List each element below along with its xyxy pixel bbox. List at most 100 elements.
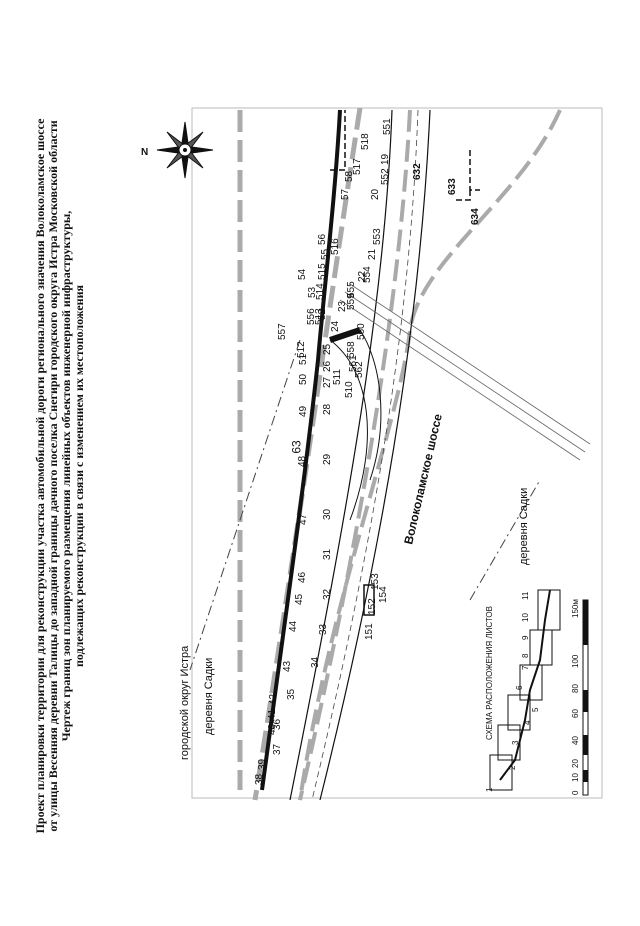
point-label: 562 — [354, 361, 365, 378]
point-label: 39 — [257, 758, 268, 770]
point-label: 561 — [348, 355, 359, 372]
point-label: 551 — [382, 118, 393, 135]
scale-label: 40 — [571, 736, 580, 745]
scheme-sheet-box — [497, 724, 521, 761]
point-label: 516 — [330, 238, 341, 255]
scheme-sheet-number: 7 — [521, 665, 530, 670]
point-label: 518 — [360, 133, 371, 150]
scale-bar-segment — [583, 735, 588, 755]
district-boundary — [189, 339, 301, 671]
point-label: 50 — [298, 373, 309, 385]
point-label: 32 — [322, 588, 333, 600]
point-label: 154 — [378, 586, 389, 603]
point-label: 513 — [314, 308, 325, 325]
scale-label: 80 — [571, 684, 580, 693]
compass-rose-icon: N — [141, 121, 214, 179]
point-label: 58 — [344, 170, 355, 182]
point-label: 38 — [254, 773, 265, 785]
aux-label: 632 — [412, 163, 423, 180]
point-label: 26 — [322, 360, 333, 372]
scheme-sheet-number: 10 — [521, 613, 530, 622]
point-label: 28 — [322, 403, 333, 415]
scale-label: 0 — [571, 790, 580, 795]
scheme-sheet-number: 5 — [531, 707, 540, 712]
point-label: 57 — [340, 188, 351, 200]
point-label: 19 — [380, 153, 391, 165]
point-label: 555 — [346, 281, 357, 298]
scheme-title: СХЕМА РАСПОЛОЖЕНИЯ ЛИСТОВ — [485, 606, 494, 740]
point-label: 34 — [310, 656, 321, 668]
scheme-sheet-box — [489, 754, 513, 791]
point-label: 33 — [318, 623, 329, 635]
point-label: 25 — [322, 343, 333, 355]
scheme-sheet-number: 6 — [515, 685, 524, 690]
point-label: 48 — [297, 455, 308, 467]
scheme-sheet-box — [537, 589, 561, 631]
district-label: городской округ Истра — [179, 645, 191, 760]
parcel-marker — [363, 584, 375, 616]
point-label: 151 — [364, 623, 375, 640]
point-label: 40 — [267, 723, 278, 735]
point-label: 557 — [277, 323, 288, 340]
aux-label: 633 — [447, 178, 458, 195]
point-label: 55 — [320, 248, 331, 260]
scheme-sheet-number: 4 — [523, 720, 532, 725]
point-label: 515 — [317, 263, 328, 280]
point-label: 44 — [288, 620, 299, 632]
road-name-label: Волоколамское шоссе — [401, 412, 445, 545]
parcel-line — [330, 110, 346, 171]
boundary-band — [298, 109, 562, 801]
scale-label: 150м — [571, 599, 580, 618]
scale-bar: 0 10 20 40 60 80 100 150м — [571, 599, 589, 796]
utility-line-main — [260, 109, 342, 791]
boundary-band — [298, 109, 412, 801]
map-frame — [191, 107, 603, 799]
point-label: 22 — [357, 270, 368, 282]
point-label: 52 — [317, 308, 328, 320]
point-label: 560 — [356, 323, 367, 340]
point-label: 21 — [367, 248, 378, 260]
scheme-sheet-number: 3 — [511, 740, 520, 745]
point-label: 47 — [298, 513, 309, 525]
point-label: 517 — [352, 158, 363, 175]
point-label: 46 — [297, 571, 308, 583]
point-label: 56 — [317, 233, 328, 245]
point-label: 559 — [346, 293, 357, 310]
point-label: 20 — [370, 188, 381, 200]
road-centerline — [311, 109, 419, 801]
parcel-line — [455, 190, 471, 201]
point-label: 152 — [367, 598, 378, 615]
point-label: 554 — [362, 266, 373, 283]
point-label: 43 — [282, 660, 293, 672]
road-edge — [289, 109, 393, 801]
point-label: 45 — [294, 593, 305, 605]
point-label: 49 — [298, 405, 309, 417]
point-label: 558 — [346, 341, 357, 358]
point-label: 512 — [296, 341, 307, 358]
point-label: 553 — [372, 228, 383, 245]
point-label: 556 — [306, 308, 317, 325]
utility-crossing — [329, 327, 361, 343]
scheme-sheet-number: 1 — [485, 787, 494, 792]
point-label: 35 — [286, 688, 297, 700]
scheme-sheet-number: 9 — [521, 635, 530, 640]
scale-bar-segment — [583, 770, 588, 782]
scheme-sheet-number: 2 — [508, 765, 517, 770]
point-label: 153 — [370, 573, 381, 590]
village-label-left: деревня Садки — [203, 658, 215, 735]
ramp — [329, 339, 368, 521]
scale-label: 10 — [571, 773, 580, 782]
point-label: 552 — [380, 168, 391, 185]
crossing-line — [349, 283, 591, 445]
point-label: 514 — [315, 283, 326, 300]
ramp — [359, 329, 382, 481]
village-label-right: деревня Садки — [518, 488, 530, 565]
point-label: 42 — [268, 693, 279, 705]
point-label: 24 — [330, 320, 341, 332]
scale-bar-segment — [583, 690, 588, 712]
point-label: 37 — [272, 743, 283, 755]
district-boundary — [469, 479, 541, 601]
point-label: 510 — [344, 381, 355, 398]
point-label: 54 — [297, 268, 308, 280]
road-edge — [319, 109, 431, 801]
